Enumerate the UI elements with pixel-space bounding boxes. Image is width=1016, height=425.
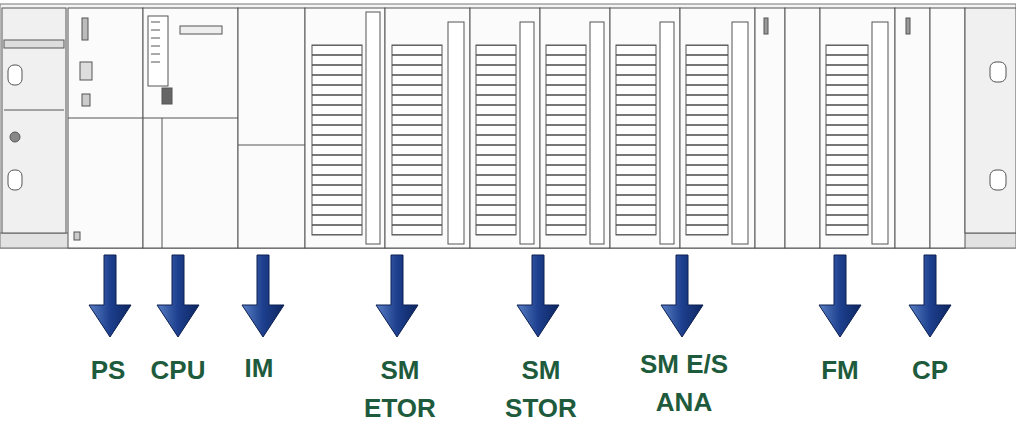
module-label: CPU [133,351,223,389]
module-label: CP [895,351,965,389]
module-label: SM ETOR [360,351,440,425]
pointer-arrows [89,255,951,337]
module-label: SM E/S ANA [632,345,737,421]
module-label: FM [805,351,875,389]
module-label: PS [68,351,148,389]
module-label: SM STOR [501,351,581,425]
module-label: IM [224,349,294,387]
